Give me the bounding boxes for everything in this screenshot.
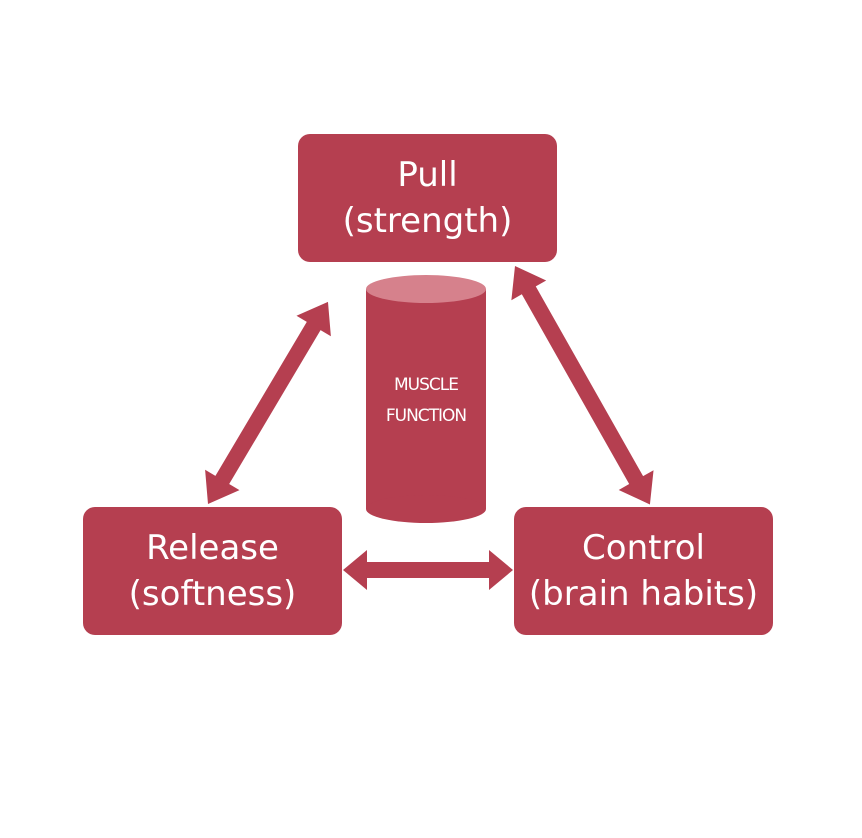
arrow-release-control (343, 550, 513, 590)
center-label-line2: FUNCTION (385, 406, 467, 426)
double-arrow-icon (511, 266, 654, 505)
node-release: Release (softness) (83, 507, 342, 635)
node-release-subtitle: (softness) (128, 574, 297, 614)
node-control-subtitle: (brain habits) (528, 574, 759, 614)
muscle-cylinder (366, 275, 486, 523)
node-control-title: Control (582, 528, 705, 568)
double-arrow-icon (343, 550, 513, 590)
cylinder-bottom (366, 495, 486, 523)
node-pull-title: Pull (397, 155, 458, 195)
node-release-title: Release (146, 528, 279, 568)
node-control: Control (brain habits) (514, 507, 773, 635)
cylinder-body (366, 289, 486, 509)
arrow-pull-control (511, 266, 654, 505)
node-pull: Pull (strength) (298, 134, 557, 262)
center-label-line1: MUSCLE (394, 375, 459, 395)
node-pull-subtitle: (strength) (342, 201, 513, 241)
double-arrow-icon (205, 301, 331, 504)
center-label: MUSCLE FUNCTION (366, 370, 486, 432)
arrow-pull-release (205, 301, 331, 504)
cylinder-top (366, 275, 486, 303)
